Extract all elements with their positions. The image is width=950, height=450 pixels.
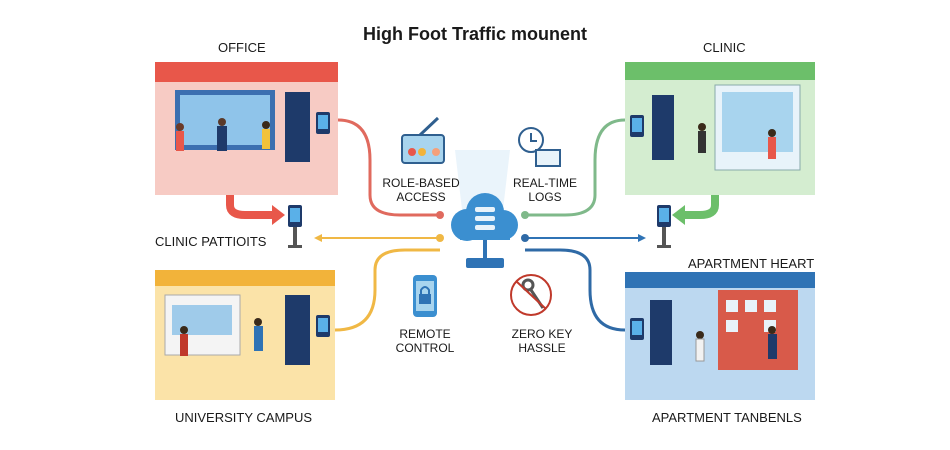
feature-line: ZERO KEY [511, 327, 573, 341]
no-key-icon [510, 274, 552, 316]
left-arrowhead [314, 234, 322, 242]
right-arrowhead [638, 234, 646, 242]
cloud-server-icon [451, 150, 518, 268]
clock-log-icon [518, 127, 561, 167]
feature-line: REMOTE [399, 327, 451, 341]
id-card-icon [401, 116, 445, 164]
feature-line: REAL-TIME [512, 176, 577, 190]
apartment-panel [625, 272, 815, 400]
label-office: OFFICE [218, 40, 266, 55]
clinic-connector [525, 118, 626, 217]
feature-line: CONTROL [395, 341, 455, 355]
office-arrow [226, 180, 275, 219]
label-clinic: CLINIC [703, 40, 746, 55]
university-panel [155, 270, 335, 400]
label-apartment-heart: APARTMENT HEART [688, 256, 815, 271]
feature-line: LOGS [528, 190, 562, 204]
phone-lock-icon [413, 275, 437, 317]
clinic-panel [625, 62, 815, 195]
kiosk-left-icon [288, 205, 302, 248]
office-arrowhead [272, 205, 285, 225]
university-connector [334, 248, 440, 332]
feature-line: HASSLE [518, 341, 566, 355]
apartment-connector [525, 248, 626, 332]
office-connector [337, 118, 440, 217]
clinic-arrowhead [672, 205, 685, 225]
feature-line: ROLE-BASED [382, 176, 460, 190]
kiosk-right-icon [657, 205, 671, 248]
office-panel [155, 62, 338, 195]
label-apartment-tenants: APARTMENT TANBENLS [652, 410, 802, 425]
clinic-arrow [680, 180, 719, 219]
feature-line: ACCESS [396, 190, 446, 204]
label-university: UNIVERSITY CAMPUS [175, 410, 313, 425]
label-clinic-patients: CLINIC PATTIOITS [155, 234, 267, 249]
page-title: High Foot Traffic mounent [363, 24, 587, 44]
